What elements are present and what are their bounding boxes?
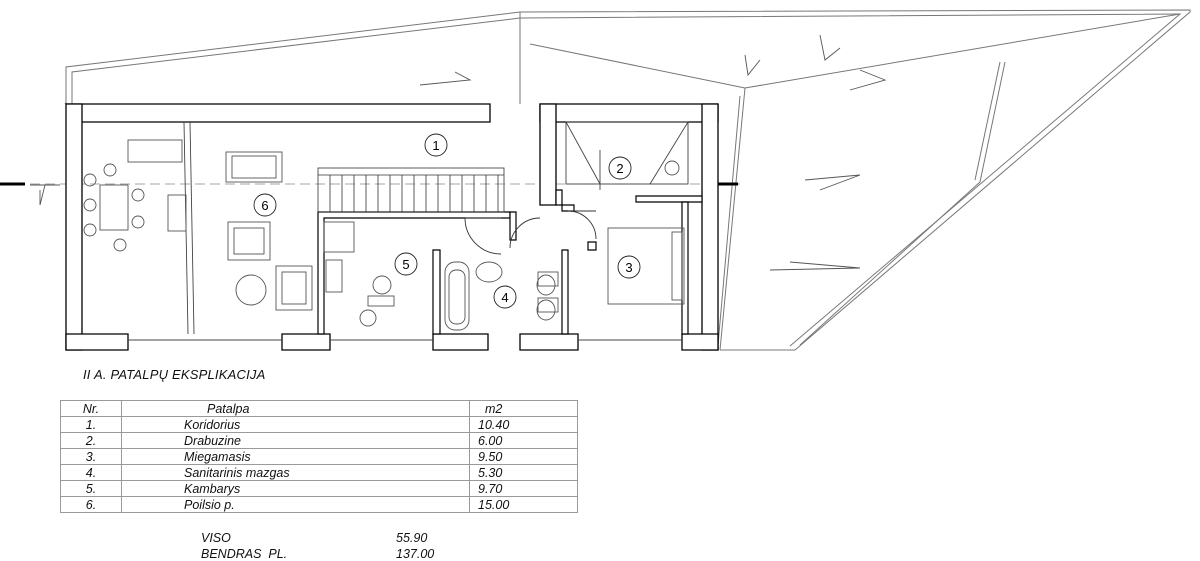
room-number-markers: 1 2 3 4 5 6	[253, 133, 641, 309]
table-row: 6. Poilsio p. 15.00	[60, 496, 578, 513]
total-label: VISO	[201, 531, 231, 545]
roof-outline	[65, 9, 1191, 351]
room-marker-3	[617, 255, 641, 279]
room-marker-1	[424, 133, 448, 157]
interior-walls	[317, 189, 703, 335]
row-name: Sanitarinis mazgas	[121, 464, 470, 481]
header-nr: Nr.	[60, 400, 122, 417]
row-area: 9.50	[469, 448, 578, 465]
room-number-6: 6	[261, 198, 268, 213]
row-area: 6.00	[469, 432, 578, 449]
row-area: 15.00	[469, 496, 578, 513]
header-name: Patalpa	[121, 400, 470, 417]
table-row: 2. Drabuzine 6.00	[60, 432, 578, 449]
row-nr: 4.	[60, 464, 122, 481]
room-number-3: 3	[625, 260, 632, 275]
row-name: Koridorius	[121, 416, 470, 433]
partition-lines	[128, 121, 689, 341]
row-area: 9.70	[469, 480, 578, 497]
room-number-2: 2	[616, 161, 623, 176]
room-marker-4	[493, 285, 517, 309]
door-swings	[464, 210, 597, 255]
row-nr: 2.	[60, 432, 122, 449]
row-name: Miegamasis	[121, 448, 470, 465]
room-number-5: 5	[402, 257, 409, 272]
furniture	[83, 139, 685, 331]
gross-area-value: 137.00	[396, 547, 435, 561]
table-row: 3. Miegamasis 9.50	[60, 448, 578, 465]
row-area: 5.30	[469, 464, 578, 481]
row-name: Kambarys	[121, 480, 470, 497]
row-area: 10.40	[469, 416, 578, 433]
table-row: 5. Kambarys 9.70	[60, 480, 578, 497]
slope-arrows	[30, 34, 887, 271]
gross-area-label: BENDRAS PL.	[201, 547, 288, 561]
explication-table: Nr. Patalpa m2 1. Koridorius 10.40 2. Dr…	[60, 400, 578, 513]
table-row: 1. Koridorius 10.40	[60, 416, 578, 433]
explication-title: II A. PATALPŲ EKSPLIKACIJA	[83, 367, 266, 382]
total-value: 55.90	[396, 531, 428, 545]
exterior-walls	[64, 103, 719, 351]
room-number-1: 1	[432, 138, 439, 153]
room-marker-5	[394, 252, 418, 276]
row-nr: 3.	[60, 448, 122, 465]
row-name: Poilsio p.	[121, 496, 470, 513]
row-nr: 1.	[60, 416, 122, 433]
room-marker-2	[608, 156, 632, 180]
table-row: 4. Sanitarinis mazgas 5.30	[60, 464, 578, 481]
row-name: Drabuzine	[121, 432, 470, 449]
table-header-row: Nr. Patalpa m2	[60, 400, 578, 417]
row-nr: 5.	[60, 480, 122, 497]
header-area: m2	[469, 400, 578, 417]
staircase	[317, 167, 505, 213]
row-nr: 6.	[60, 496, 122, 513]
room-marker-6	[253, 193, 277, 217]
room-number-4: 4	[501, 290, 508, 305]
